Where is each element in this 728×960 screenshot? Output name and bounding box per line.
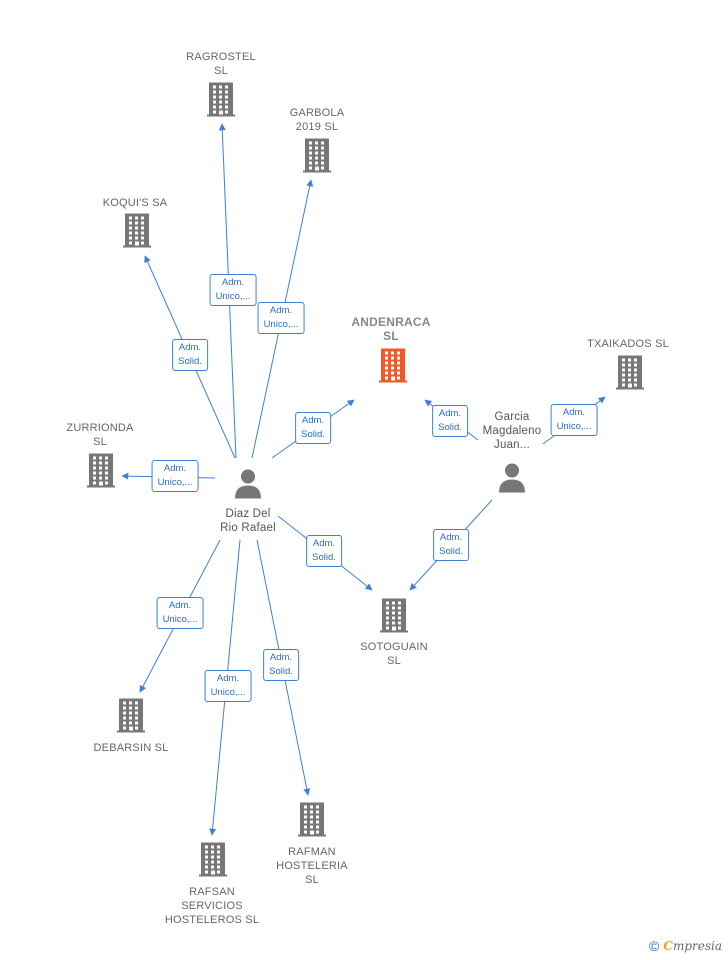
building-icon[interactable] <box>123 213 151 253</box>
edge-label-diaz-rafsan[interactable]: Adm. Unico,... <box>204 670 252 702</box>
edge-label-diaz-debarsin[interactable]: Adm. Unico,... <box>156 597 204 629</box>
company-label-andenraca[interactable]: ANDENRACA SL <box>351 315 431 343</box>
person-icon[interactable] <box>233 469 263 504</box>
person-label-diaz[interactable]: Diaz Del Rio Rafael <box>220 508 276 534</box>
building-icon[interactable] <box>199 842 227 882</box>
company-label-koquis[interactable]: KOQUI'S SA <box>102 197 168 209</box>
company-label-rafsan[interactable]: RAFSAN SERVICIOS HOSTELEROS SL <box>164 886 260 926</box>
copyright-symbol: © <box>649 938 660 954</box>
brand-watermark: © Cmpresia <box>649 938 722 954</box>
building-icon[interactable] <box>380 598 408 638</box>
edge-label-diaz-rafman[interactable]: Adm. Solid. <box>263 649 299 681</box>
building-icon[interactable] <box>298 802 326 842</box>
company-label-sotoguain[interactable]: SOTOGUAIN SL <box>360 641 428 667</box>
building-icon[interactable] <box>87 453 115 493</box>
building-icon[interactable] <box>303 138 331 178</box>
person-label-garcia[interactable]: Garcia Magdaleno Juan... <box>482 411 542 451</box>
building-icon[interactable] <box>207 82 235 122</box>
company-label-ragrostel[interactable]: RAGROSTEL SL <box>186 51 256 77</box>
edge-label-diaz-andenraca[interactable]: Adm. Solid. <box>295 412 331 444</box>
edge-label-garcia-txaikados[interactable]: Adm. Unico,... <box>550 404 598 436</box>
edge-label-diaz-garbola[interactable]: Adm. Unico,... <box>257 302 305 334</box>
company-label-debarsin[interactable]: DEBARSIN SL <box>93 742 169 754</box>
company-label-txaikados[interactable]: TXAIKADOS SL <box>587 338 669 350</box>
edge-label-garcia-andenraca[interactable]: Adm. Solid. <box>432 405 468 437</box>
person-icon[interactable] <box>497 463 527 498</box>
edge-label-diaz-ragrostel[interactable]: Adm. Unico,... <box>209 274 257 306</box>
building-icon[interactable] <box>616 355 644 395</box>
edge-label-diaz-zurrionda[interactable]: Adm. Unico,... <box>151 460 199 492</box>
company-label-rafman[interactable]: RAFMAN HOSTELERIA SL <box>276 846 348 886</box>
edge-label-diaz-koquis[interactable]: Adm. Solid. <box>172 339 208 371</box>
edge-label-diaz-sotoguain[interactable]: Adm. Solid. <box>306 535 342 567</box>
company-label-zurrionda[interactable]: ZURRIONDA SL <box>66 422 134 448</box>
company-label-garbola[interactable]: GARBOLA 2019 SL <box>289 107 345 133</box>
brand-logo: Cmpresia <box>663 939 722 953</box>
building-icon[interactable] <box>117 698 145 738</box>
edge-label-garcia-sotoguain[interactable]: Adm. Solid. <box>433 529 469 561</box>
building-icon[interactable] <box>379 348 407 388</box>
